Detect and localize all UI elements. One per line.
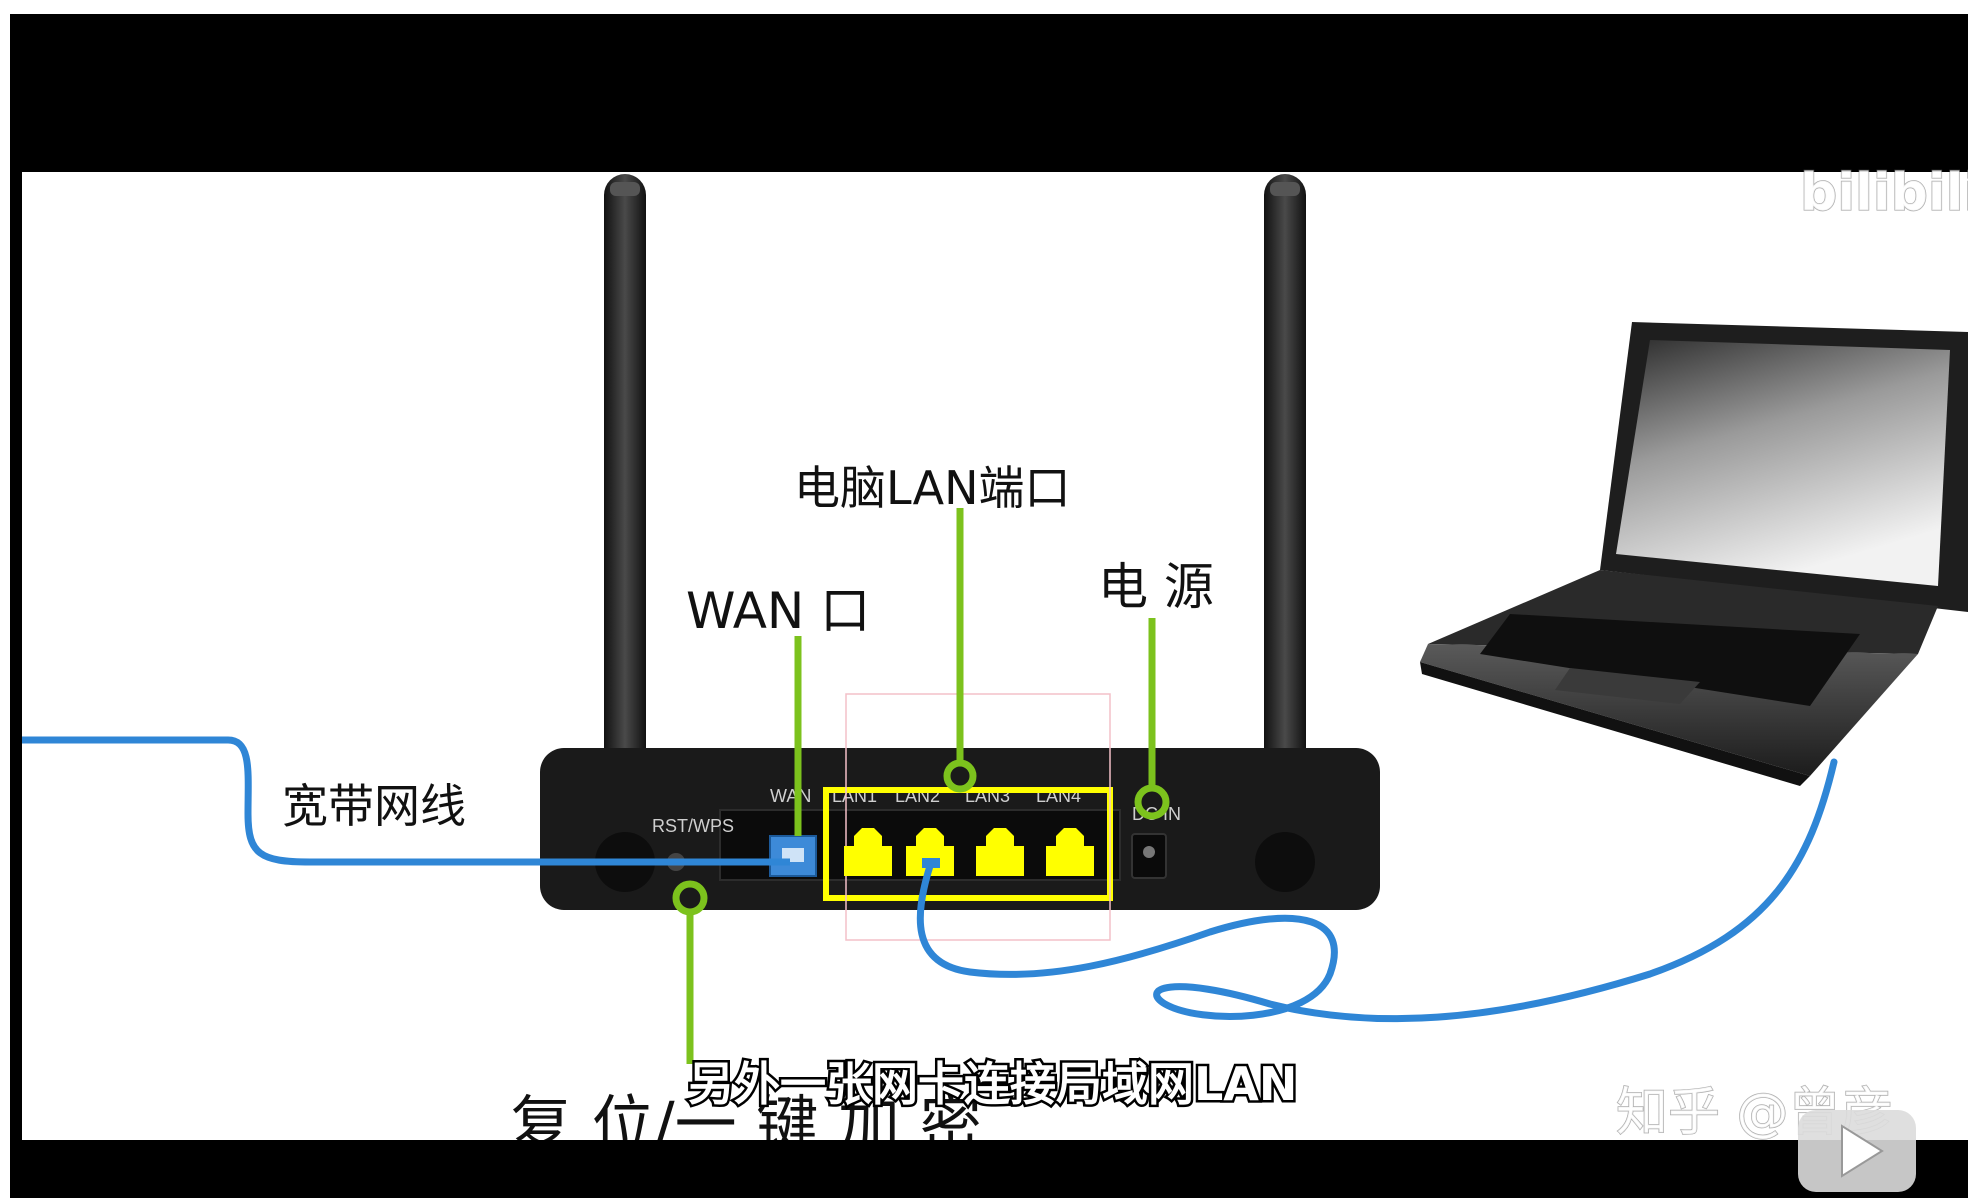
laptop-lan-cable [916, 758, 1838, 1023]
broadband-cable [22, 736, 790, 866]
router-connection-diagram: RST/WPS WAN LAN1 LAN2 LAN3 LAN4 DC IN [10, 162, 1968, 1198]
selection-guide-box [845, 693, 1111, 941]
broadband-cable-label: 宽带网线 [282, 779, 466, 833]
video-subtitle: 另外一张网卡连接局域网LAN [688, 1057, 1297, 1111]
power-callout-marker [1134, 784, 1170, 820]
wan-port [769, 835, 817, 877]
lan-port-1 [844, 828, 892, 876]
lan-port-4 [1046, 828, 1094, 876]
laptop-illustration [1420, 322, 1968, 786]
play-icon[interactable] [1798, 1110, 1916, 1192]
lan-port-3 [976, 828, 1024, 876]
video-player[interactable]: RST/WPS WAN LAN1 LAN2 LAN3 LAN4 DC IN [10, 14, 1968, 1198]
wan-port-text: WAN [770, 786, 811, 806]
wan-port-label: WAN 口 [686, 582, 870, 640]
reset-callout-marker [672, 880, 708, 916]
lan-callout-marker [943, 759, 977, 793]
lan-port-pc-label: 电脑LAN端口 [794, 461, 1071, 515]
antenna-left [604, 174, 646, 854]
lan-cable-plug [922, 858, 940, 868]
power-label: 电 源 [1098, 558, 1214, 616]
lan-port-2 [906, 828, 954, 876]
bottom-letterbox [10, 1140, 1968, 1198]
rst-wps-label: RST/WPS [652, 816, 734, 836]
antenna-right [1264, 174, 1306, 854]
bilibili-watermark: bilibili [1800, 163, 1968, 223]
